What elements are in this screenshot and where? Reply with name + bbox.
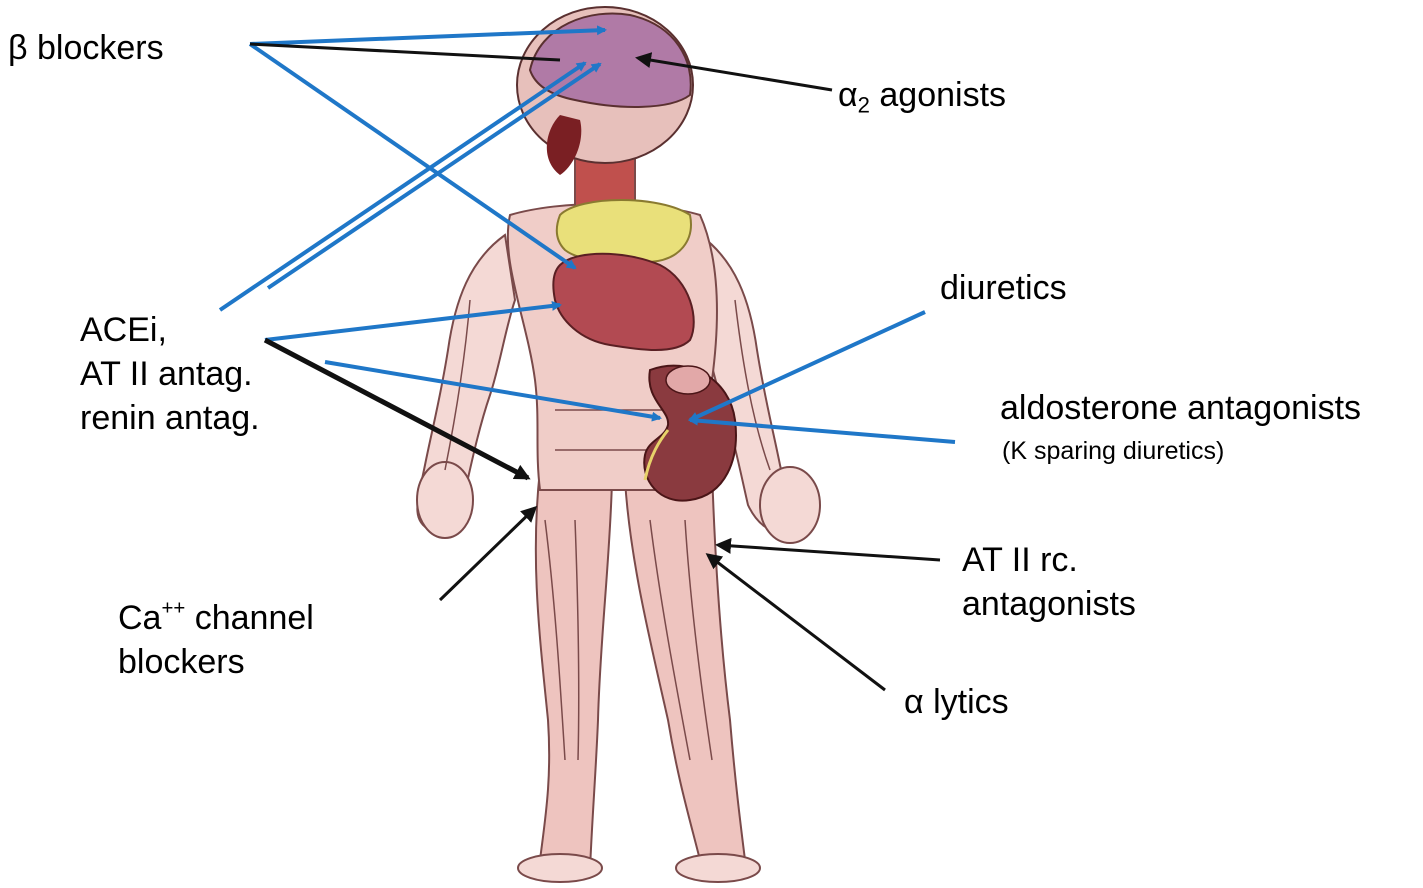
arrow-alpha-lytics-to-leg <box>708 555 885 690</box>
label-alpha2-agonists: α2 agonists <box>838 73 1006 117</box>
aldosterone-text: aldosterone antagonists <box>1000 386 1361 430</box>
label-beta-blockers: β blockers <box>8 26 164 70</box>
k-sparing-text: (K sparing diuretics) <box>1002 437 1224 465</box>
beta-blockers-text: β blockers <box>8 29 164 67</box>
arrow-at2-to-leg <box>718 545 940 560</box>
label-diuretics: diuretics <box>940 266 1067 310</box>
label-ca-channel-blockers: Ca++ channel blockers <box>118 596 314 684</box>
human-body-figure <box>417 7 820 882</box>
ca-channel-text: channel <box>185 599 314 637</box>
alpha2-subscript: 2 <box>858 93 870 118</box>
label-at2-rc-antagonists: AT II rc. antagonists <box>962 538 1136 626</box>
label-alpha-lytics: α lytics <box>904 680 1009 724</box>
arrow-beta-black-to-brain <box>250 44 560 60</box>
alpha-lytics-text: α lytics <box>904 683 1009 721</box>
at2-line1: AT II rc. <box>962 538 1136 582</box>
alpha2-agonists-text: agonists <box>870 76 1006 114</box>
label-acei-group: ACEi, AT II antag. renin antag. <box>80 308 260 440</box>
acei-line3: renin antag. <box>80 396 260 440</box>
acei-line1: ACEi, <box>80 308 260 352</box>
arrow-acei-to-heart <box>265 305 560 340</box>
label-aldosterone-antagonists: aldosterone antagonists <box>1000 386 1361 430</box>
ca-text: Ca <box>118 599 161 637</box>
acei-line2: AT II antag. <box>80 352 260 396</box>
at2-line2: antagonists <box>962 582 1136 626</box>
diuretics-text: diuretics <box>940 269 1067 307</box>
label-k-sparing: (K sparing diuretics) <box>1002 436 1224 466</box>
ca-superscript: ++ <box>161 598 185 620</box>
ca-line2: blockers <box>118 640 314 684</box>
alpha2-symbol: α <box>838 76 858 114</box>
